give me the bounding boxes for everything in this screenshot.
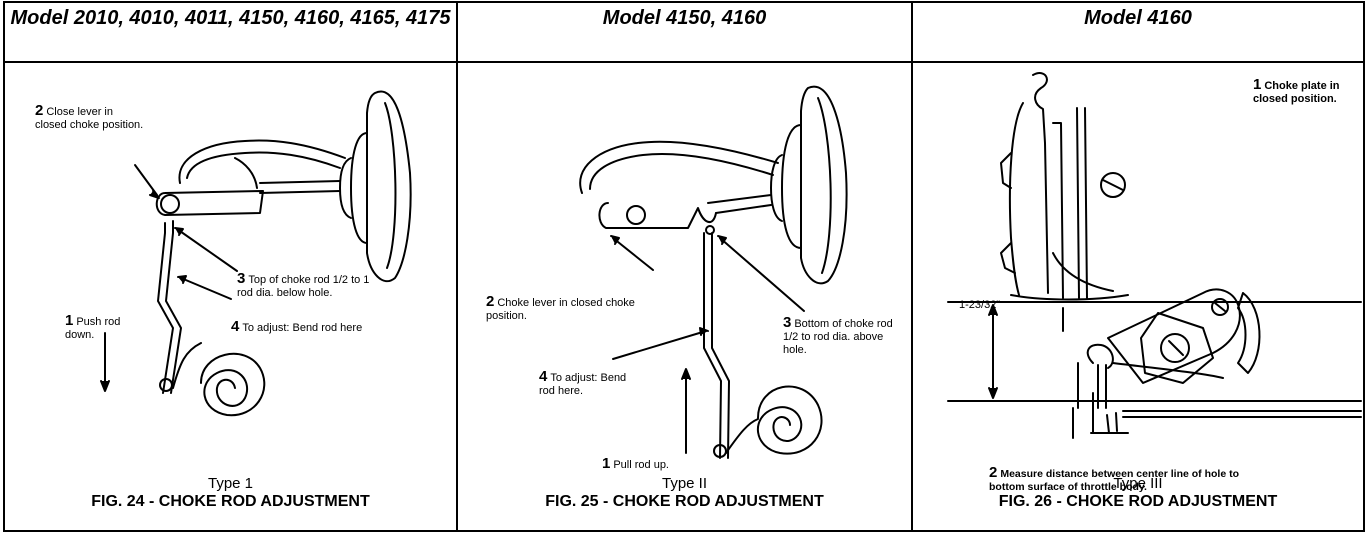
column-divider-1 [456,1,458,532]
choke-rod-illustration-type-1 [5,63,456,463]
panel-1-header: Model 2010, 4010, 4011, 4150, 4160, 4165… [10,7,451,29]
header-divider [3,61,1365,63]
table-frame [3,1,1365,532]
panel-3-figure-caption: FIG. 26 - CHOKE ROD ADJUSTMENT [998,493,1278,510]
panel-2-type: Type II [661,475,708,492]
choke-plate-illustration-type-3 [913,63,1363,463]
panel-1-type: Type 1 [207,475,254,492]
panel-3-header: Model 4160 [1084,7,1192,29]
panel-2-figure-caption: FIG. 25 - CHOKE ROD ADJUSTMENT [545,493,824,510]
panel-2-header: Model 4150, 4160 [602,7,767,29]
panel-1-figure-caption: FIG. 24 - CHOKE ROD ADJUSTMENT [91,493,370,510]
column-divider-2 [911,1,913,532]
diagram-sheet: Model 2010, 4010, 4011, 4150, 4160, 4165… [3,1,1365,532]
panel-3-type: Type III [1113,475,1163,492]
choke-rod-illustration-type-2 [458,63,911,463]
panel-3-dimension: 1-23/32" [959,299,1001,311]
